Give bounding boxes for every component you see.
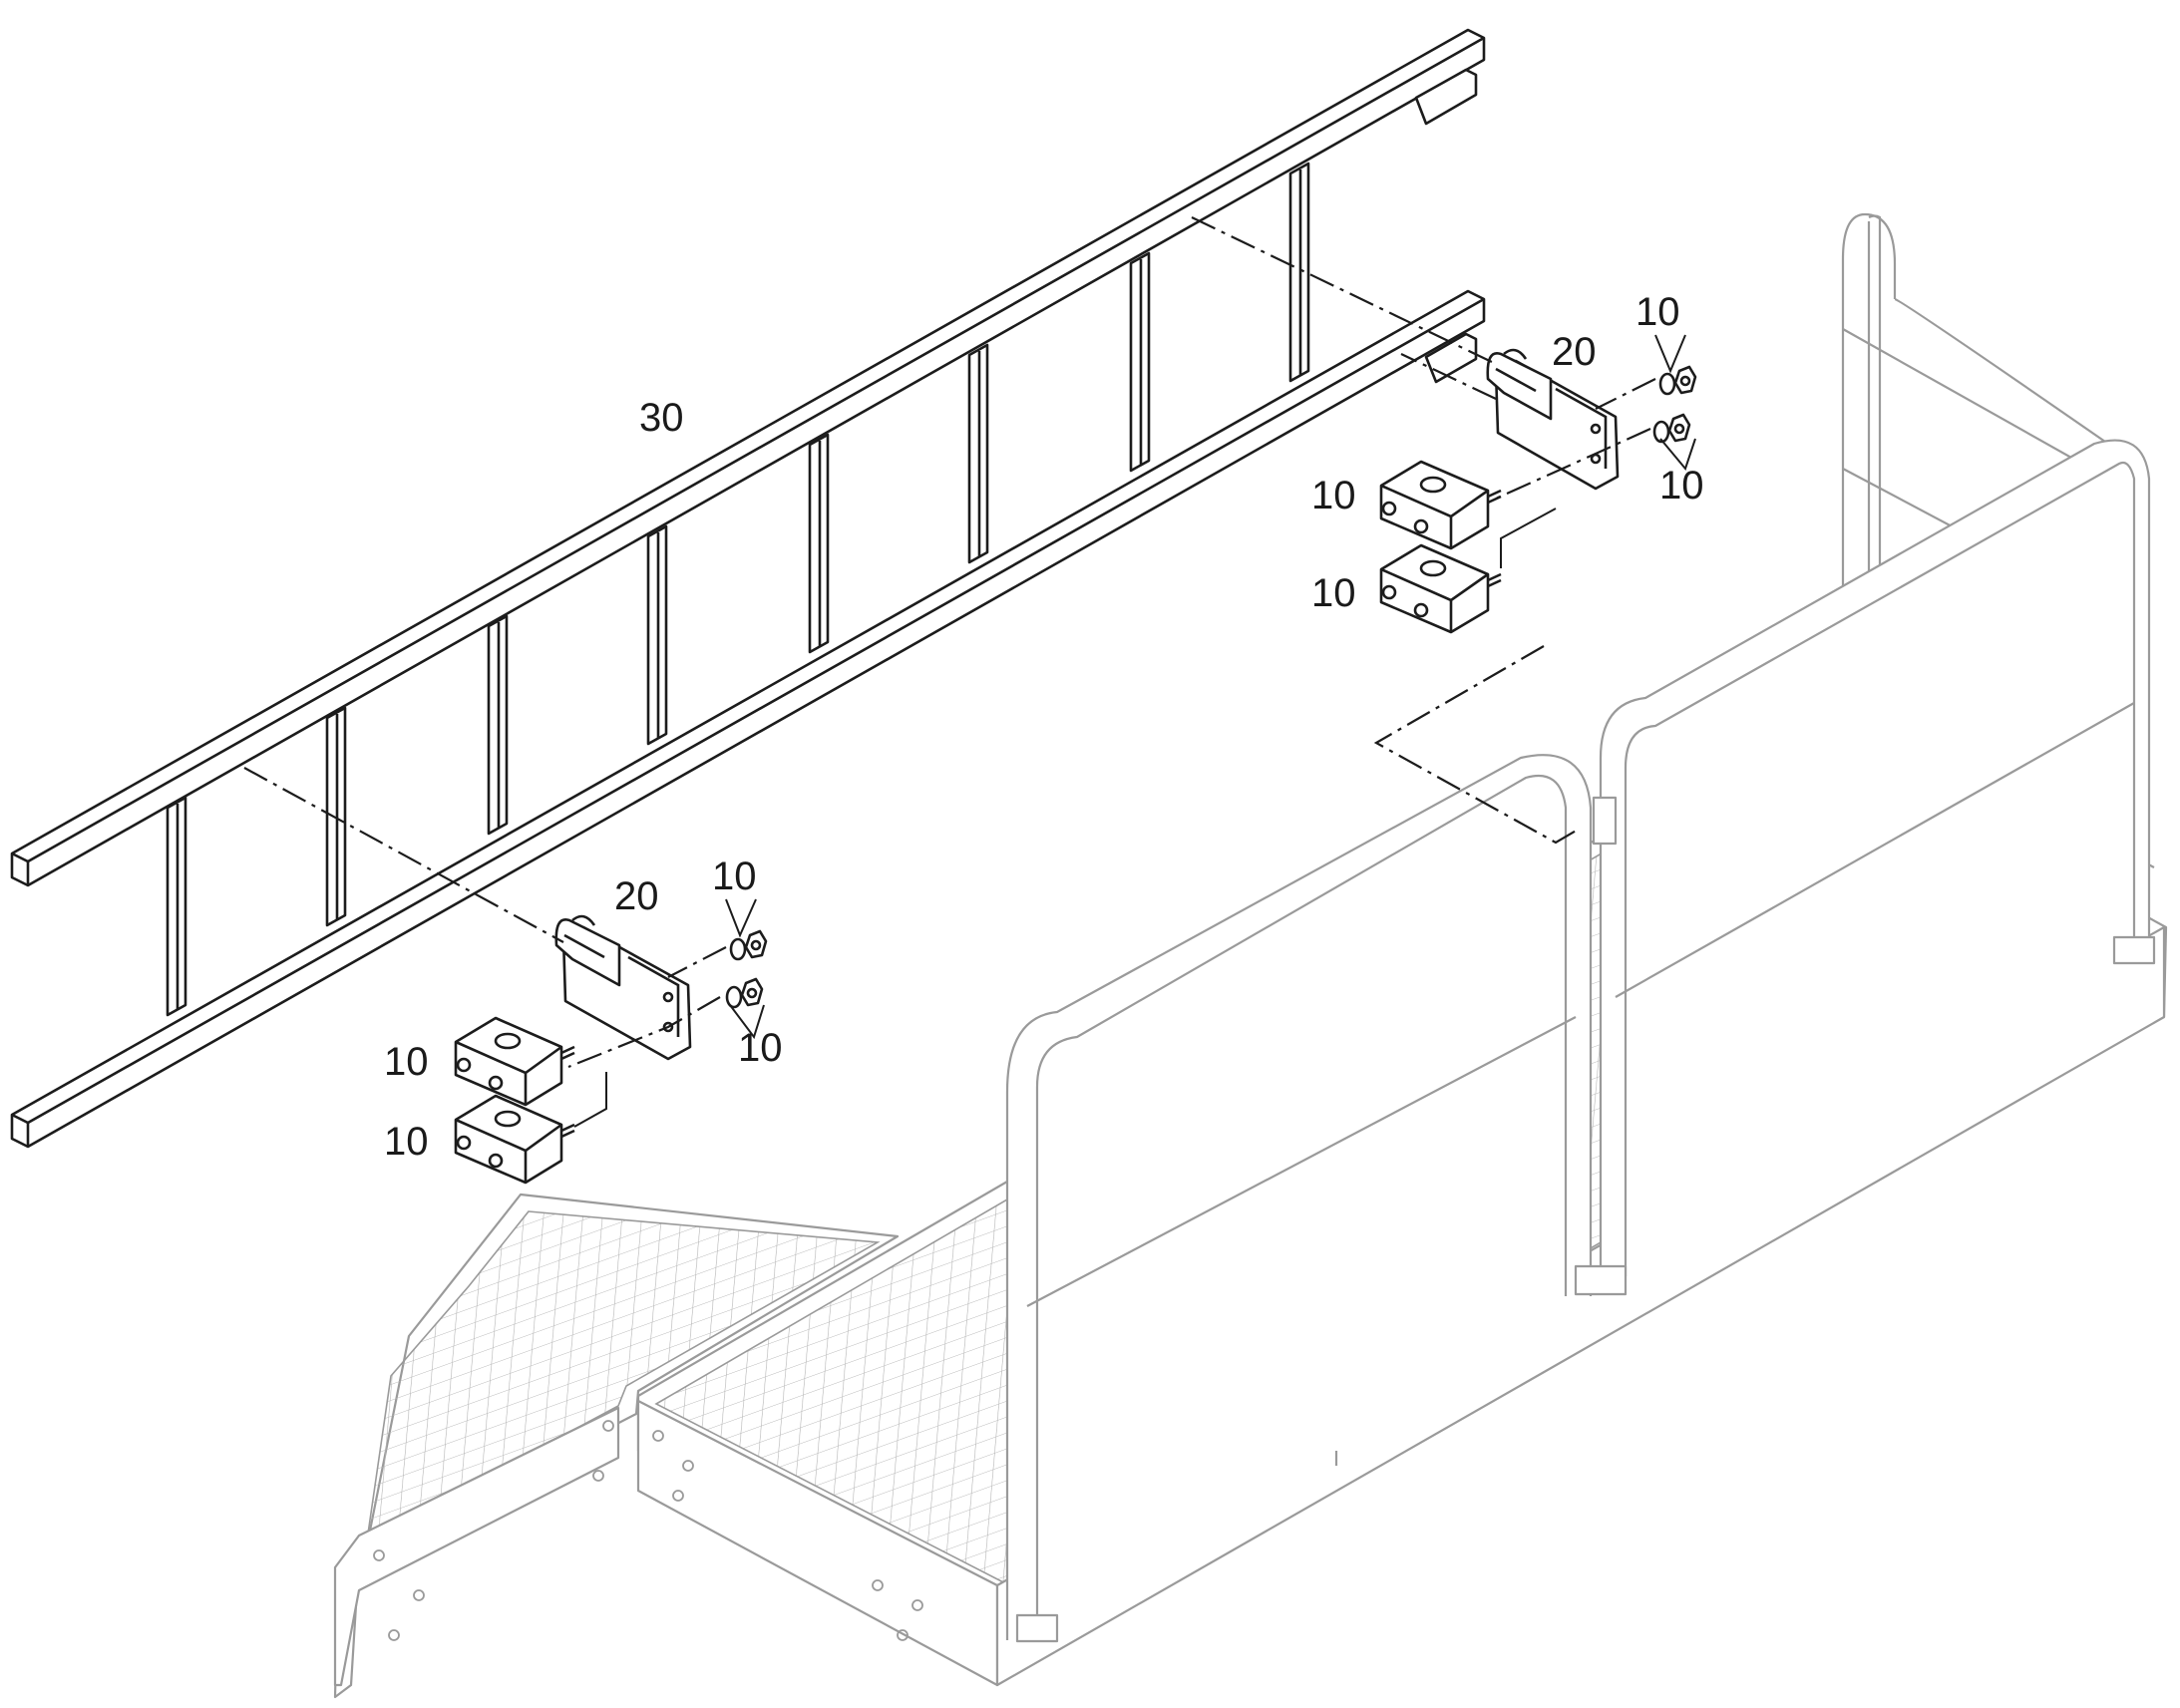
callout-nuts-lower-top: 10 (712, 854, 757, 898)
callout-labels: 30 20 20 10 10 10 10 10 10 10 10 (384, 290, 1704, 1164)
nut-washer-lower-bottom (725, 977, 764, 1009)
handrail-front-right (1599, 439, 2151, 1286)
ladder-rungs (166, 162, 1310, 1017)
callout-hook-lower: 20 (614, 874, 659, 918)
handrail-front-left (1005, 754, 1593, 1640)
callout-nuts-upper-bottom: 10 (1659, 464, 1704, 508)
callout-clamp-lower-2: 10 (384, 1120, 429, 1164)
hardware-set-upper (1379, 334, 1697, 634)
nut-washer-upper-bottom (1652, 413, 1691, 444)
nut-washer-upper-top (1658, 365, 1697, 396)
callout-clamp-upper-1: 10 (1311, 474, 1356, 517)
ladder-hook-top (1414, 68, 1478, 126)
assembly-lines (243, 216, 1656, 1069)
ladder-30 (10, 28, 1486, 1149)
callout-clamp-upper-2: 10 (1311, 571, 1356, 615)
nut-washer-lower-top (729, 929, 768, 961)
ladder-rail-upper (10, 28, 1486, 887)
platform-walkway (333, 212, 2168, 1699)
hook-clip-lower (554, 918, 621, 987)
ladder-rail-lower (10, 289, 1486, 1149)
callout-nuts-lower-bottom: 10 (738, 1026, 783, 1070)
callout-nuts-upper-top: 10 (1635, 290, 1680, 334)
clamp-lower-2 (454, 1094, 575, 1185)
clamp-lower-1 (454, 1016, 575, 1107)
clamp-upper-1 (1379, 460, 1502, 550)
hardware-set-lower (454, 898, 768, 1185)
landing-front-face (333, 1406, 620, 1687)
callout-hook-upper: 20 (1552, 330, 1597, 374)
hook-clip-upper (1486, 352, 1553, 421)
callout-ladder: 30 (639, 396, 684, 440)
clamp-upper-2 (1379, 543, 1502, 634)
ladder-hook-bottom (1424, 332, 1478, 384)
callout-clamp-lower-1: 10 (384, 1040, 429, 1084)
